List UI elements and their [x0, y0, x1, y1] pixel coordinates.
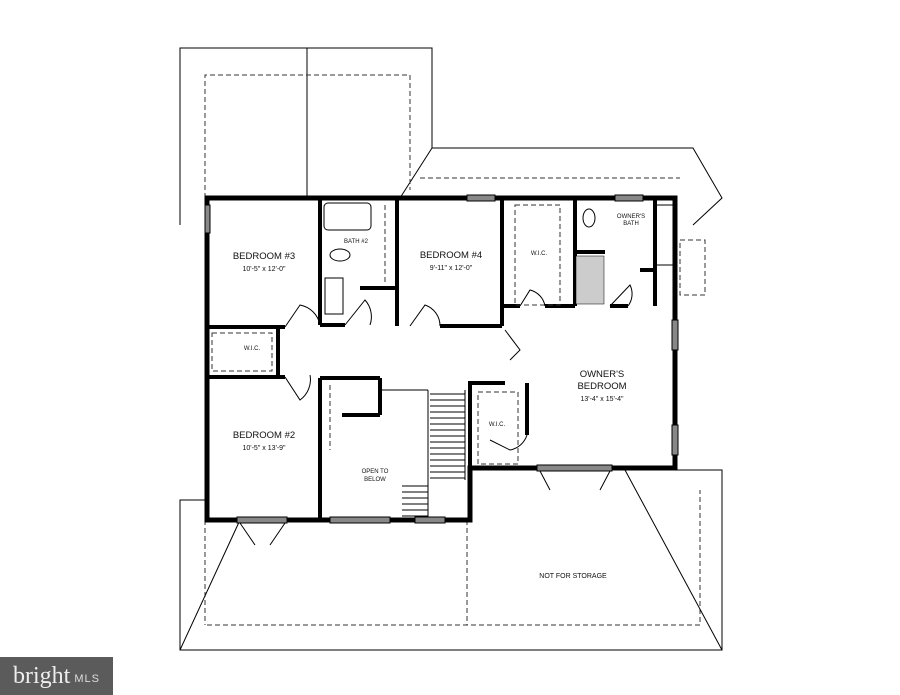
open-to-below-label-1: OPEN TO: [362, 469, 389, 475]
owners-bedroom-size: 13'-4" x 15'-4": [580, 396, 624, 403]
wic-label: W.I.C.: [531, 251, 548, 257]
bedroom3-size: 10'-5" x 12'-0": [242, 266, 286, 273]
bedroom3-label: BEDROOM #3: [233, 251, 295, 262]
wic-label: W.I.C.: [489, 422, 506, 428]
door-swings: [239, 284, 633, 546]
bath2-label: BATH #2: [344, 239, 369, 245]
staircase: [402, 390, 466, 520]
double-vanity: [655, 204, 674, 266]
owners-bath-label-1: OWNER'S: [617, 214, 645, 220]
room-labels: BEDROOM #3 10'-5" x 12'-0" BEDROOM #4 9'…: [233, 214, 645, 580]
interior-walls: [207, 198, 657, 520]
open-to-below-label-2: BELOW: [364, 477, 386, 483]
fixtures: [323, 202, 674, 315]
owners-bath-label-2: BATH: [623, 221, 639, 227]
logo-suffix: MLS: [74, 673, 100, 685]
toilet: [582, 208, 596, 228]
bedroom4-size: 9'-11" x 12'-0": [430, 265, 473, 272]
toilet: [329, 248, 351, 262]
logo-brand: bright: [13, 662, 71, 689]
bedroom4-label: BEDROOM #4: [420, 250, 482, 261]
bedroom2-size: 10'-5" x 13'-9": [242, 445, 286, 452]
roof-outlines: [179, 47, 723, 651]
owners-bedroom-label-2: BEDROOM: [577, 381, 626, 392]
windows: [204, 194, 679, 524]
bedroom2-label: BEDROOM #2: [233, 430, 295, 441]
bathtub: [323, 202, 372, 231]
shower: [575, 255, 605, 305]
bright-mls-logo: bright MLS: [0, 657, 113, 695]
not-for-storage-label: NOT FOR STORAGE: [539, 573, 607, 580]
wic-label: W.I.C.: [244, 346, 261, 352]
sink-vanity: [324, 277, 344, 315]
closet-shelves: [211, 204, 561, 465]
owners-bedroom-label-1: OWNER'S: [580, 369, 625, 380]
